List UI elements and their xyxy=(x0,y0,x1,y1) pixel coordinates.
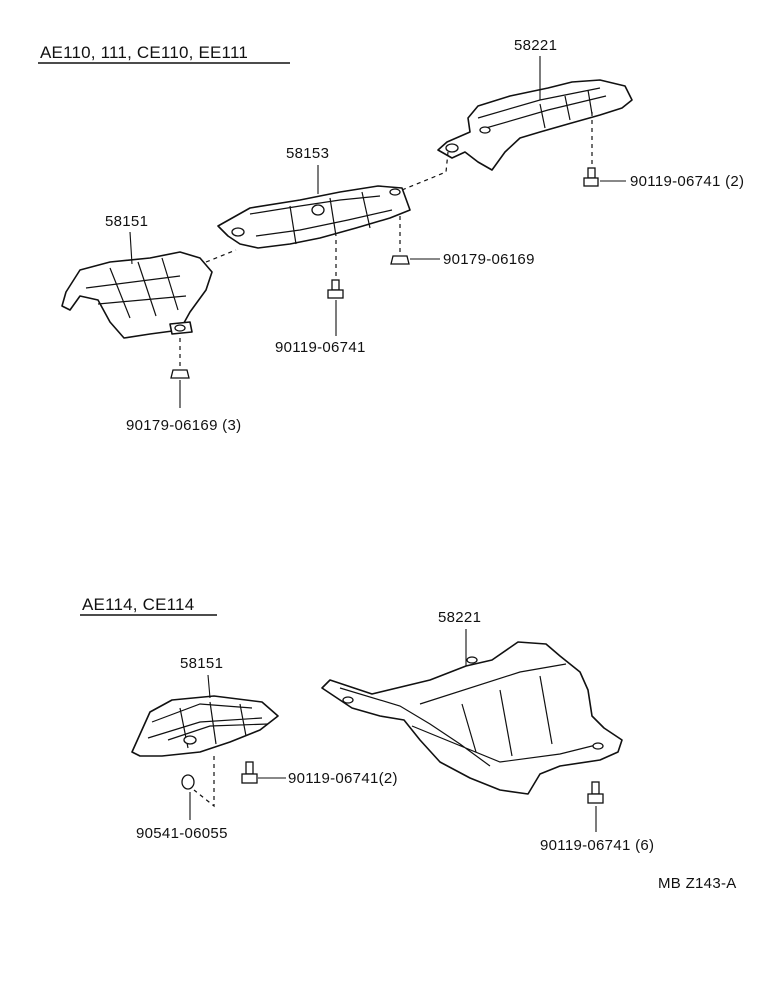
clip-icon xyxy=(181,756,215,808)
label-58151-b: 58151 xyxy=(180,655,223,672)
bolt-icon xyxy=(587,781,604,804)
group-title: AE114, CE114 xyxy=(82,595,194,614)
group-ae114: AE114, CE114 58151 90541-06055 90119-067… xyxy=(80,595,654,854)
label-58221-b: 58221 xyxy=(438,609,481,626)
label-clip: 90541-06055 xyxy=(136,825,228,842)
label-58151: 58151 xyxy=(105,213,148,230)
heat-insulator-58151 xyxy=(61,251,213,339)
label-nut-mid: 90179-06169 xyxy=(443,251,535,268)
link-dash xyxy=(401,151,449,191)
group-ae110: AE110, 111, CE110, EE111 58221 90119-067… xyxy=(38,37,744,434)
label-bolt-rear: 90119-06741 (2) xyxy=(630,173,744,190)
heat-insulator-58221-b xyxy=(321,641,623,795)
leader-58151-b xyxy=(207,674,211,699)
link-dash xyxy=(205,249,237,263)
label-58221: 58221 xyxy=(514,37,557,54)
bolt-icon xyxy=(327,240,344,299)
label-58153: 58153 xyxy=(286,145,329,162)
nut-icon xyxy=(170,338,190,379)
heat-insulator-58151 xyxy=(131,695,279,757)
group-title: AE110, 111, CE110, EE111 xyxy=(40,43,248,62)
leader-58151 xyxy=(129,231,133,265)
nut-icon xyxy=(390,216,410,265)
diagram-code: MB Z143-A xyxy=(658,875,737,892)
heat-insulator-58221 xyxy=(437,79,633,171)
label-bolt-a: 90119-06741(2) xyxy=(288,770,398,787)
label-bolt-b: 90119-06741 (6) xyxy=(540,837,654,854)
heat-insulator-58153 xyxy=(217,185,411,249)
bolt-icon xyxy=(583,112,599,187)
label-nut-front: 90179-06169 (3) xyxy=(126,417,241,434)
label-bolt-mid: 90119-06741 xyxy=(275,339,366,356)
bolt-icon xyxy=(241,761,258,784)
